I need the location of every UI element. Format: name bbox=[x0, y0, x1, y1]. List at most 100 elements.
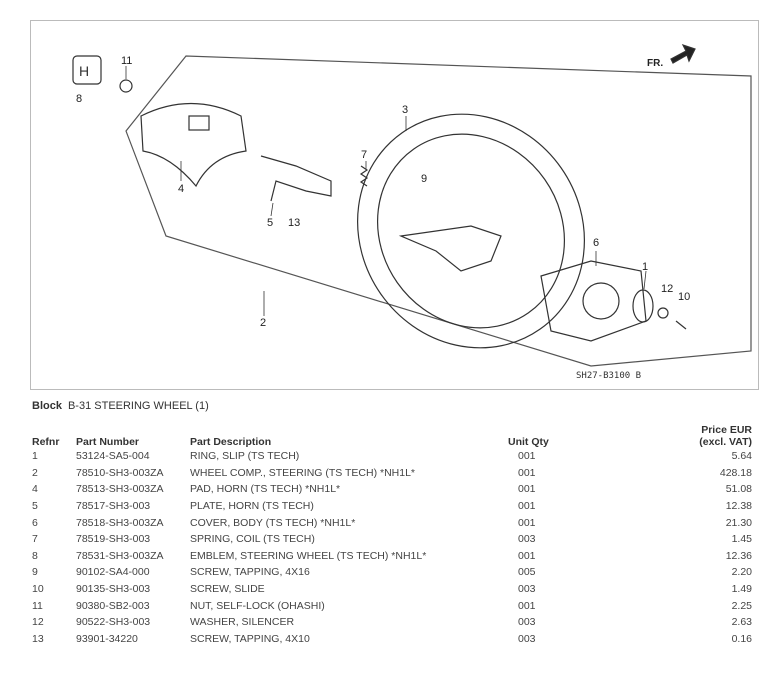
callout-3: 3 bbox=[402, 104, 409, 116]
cell-refnr: 5 bbox=[32, 500, 38, 513]
cell-desc: COVER, BODY (TS TECH) *NH1L* bbox=[190, 516, 356, 529]
cell-desc: WASHER, SILENCER bbox=[190, 616, 295, 629]
cell-part: 90102-SA4-000 bbox=[76, 566, 150, 579]
callout-11: 11 bbox=[121, 55, 133, 67]
slip-ring-part bbox=[632, 289, 654, 323]
drawing-code: SH27-B3100 B bbox=[576, 371, 642, 381]
block-label: Block bbox=[32, 400, 62, 412]
table-row: 2 78510-SH3-003ZA WHEEL COMP., STEERING (T… bbox=[28, 465, 756, 482]
table-row: 11 90380-SB2-003 NUT, SELF-LOCK (OHASHI) 00… bbox=[28, 597, 756, 614]
cell-refnr: 1 bbox=[32, 450, 38, 463]
cell-refnr: 10 bbox=[32, 583, 44, 596]
body-cover-part bbox=[540, 260, 647, 342]
cell-part: 78518-SH3-003ZA bbox=[76, 516, 164, 529]
cell-part: 93901-34220 bbox=[76, 632, 138, 645]
header-price-line1: Price EUR bbox=[701, 424, 752, 436]
cell-qty: 001 bbox=[518, 516, 536, 529]
header-refnr: Refnr bbox=[32, 436, 60, 448]
callout-9: 9 bbox=[421, 173, 428, 185]
cell-desc: PAD, HORN (TS TECH) *NH1L* bbox=[190, 483, 341, 496]
cell-price: 0.16 bbox=[731, 632, 752, 645]
cell-refnr: 7 bbox=[32, 533, 38, 546]
cell-qty: 001 bbox=[518, 500, 536, 513]
cell-refnr: 12 bbox=[32, 616, 44, 629]
cell-part: 90522-SH3-003 bbox=[76, 616, 151, 629]
table-row: 4 78513-SH3-003ZA PAD, HORN (TS TECH) *NH1… bbox=[28, 481, 756, 498]
callout-5: 5 bbox=[267, 217, 274, 229]
callout-6: 6 bbox=[593, 237, 600, 249]
cell-part: 78510-SH3-003ZA bbox=[76, 466, 164, 479]
cell-desc: EMBLEM, STEERING WHEEL (TS TECH) *NH1L* bbox=[190, 549, 427, 562]
cell-desc: WHEEL COMP., STEERING (TS TECH) *NH1L* bbox=[190, 466, 416, 479]
cell-price: 51.08 bbox=[725, 483, 752, 496]
cell-qty: 001 bbox=[518, 483, 536, 496]
cell-refnr: 13 bbox=[32, 632, 44, 645]
cell-price: 1.49 bbox=[731, 583, 752, 596]
callout-10: 10 bbox=[678, 291, 691, 303]
cell-refnr: 8 bbox=[32, 549, 38, 562]
cell-qty: 003 bbox=[518, 583, 536, 596]
diagram-drawing: H bbox=[72, 43, 752, 367]
exploded-diagram: H bbox=[30, 20, 759, 390]
cell-refnr: 6 bbox=[32, 516, 38, 529]
cell-part: 78517-SH3-003 bbox=[76, 500, 151, 513]
cell-desc: NUT, SELF-LOCK (OHASHI) bbox=[190, 599, 325, 612]
spring-part bbox=[359, 165, 369, 187]
cell-refnr: 9 bbox=[32, 566, 38, 579]
cell-desc: RING, SLIP (TS TECH) bbox=[190, 450, 300, 463]
cell-price: 21.30 bbox=[725, 516, 752, 529]
cell-refnr: 4 bbox=[32, 483, 38, 496]
cell-part: 53124-SA5-004 bbox=[76, 450, 150, 463]
callout-13: 13 bbox=[288, 217, 301, 229]
callout-8: 8 bbox=[76, 93, 83, 105]
callout-4: 4 bbox=[178, 183, 185, 195]
callout-12: 12 bbox=[661, 283, 674, 295]
cell-qty: 001 bbox=[518, 599, 536, 612]
cell-part: 78531-SH3-003ZA bbox=[76, 549, 164, 562]
cell-qty: 001 bbox=[518, 450, 536, 463]
cell-qty: 005 bbox=[518, 566, 536, 579]
cell-desc: SCREW, SLIDE bbox=[190, 583, 265, 596]
cell-refnr: 11 bbox=[32, 599, 43, 612]
callout-2: 2 bbox=[260, 317, 267, 329]
table-row: 10 90135-SH3-003 SCREW, SLIDE 003 1.49 bbox=[28, 581, 756, 598]
cell-price: 1.45 bbox=[731, 533, 752, 546]
table-header: Refnr Part Number Part Description Unit … bbox=[28, 418, 756, 448]
horn-pad-part bbox=[140, 103, 247, 188]
block-value: B-31 STEERING WHEEL (1) bbox=[67, 400, 209, 412]
cell-part: 90380-SB2-003 bbox=[76, 599, 150, 612]
nut-part bbox=[119, 79, 133, 93]
callout-1: 1 bbox=[642, 261, 649, 273]
horn-plate-part bbox=[260, 155, 332, 202]
header-description: Part Description bbox=[190, 436, 272, 448]
cell-qty: 001 bbox=[518, 549, 536, 562]
cell-price: 12.36 bbox=[725, 549, 752, 562]
table-row: 6 78518-SH3-003ZA COVER, BODY (TS TECH) *N… bbox=[28, 514, 756, 531]
cell-price: 428.18 bbox=[719, 466, 752, 479]
parts-table: Refnr Part Number Part Description Unit … bbox=[28, 418, 756, 647]
cell-part: 78519-SH3-003 bbox=[76, 533, 151, 546]
cell-qty: 003 bbox=[518, 533, 536, 546]
cell-part: 90135-SH3-003 bbox=[76, 583, 151, 596]
cell-price: 12.38 bbox=[725, 500, 752, 513]
header-unit-qty: Unit Qty bbox=[508, 436, 549, 448]
cell-refnr: 2 bbox=[32, 466, 38, 479]
callout-7: 7 bbox=[361, 149, 368, 161]
cell-desc: SCREW, TAPPING, 4X16 bbox=[190, 566, 310, 579]
header-price-line2: (excl. VAT) bbox=[699, 436, 752, 448]
cell-part: 78513-SH3-003ZA bbox=[76, 483, 164, 496]
cell-desc: SCREW, TAPPING, 4X10 bbox=[190, 632, 310, 645]
cell-qty: 003 bbox=[518, 616, 536, 629]
table-row: 8 78531-SH3-003ZA EMBLEM, STEERING WHEEL (… bbox=[28, 548, 756, 565]
direction-label: FR. bbox=[647, 58, 664, 69]
cell-price: 2.25 bbox=[731, 599, 752, 612]
block-title: Block B-31 STEERING WHEEL (1) bbox=[32, 400, 209, 412]
emblem-part bbox=[72, 55, 102, 85]
